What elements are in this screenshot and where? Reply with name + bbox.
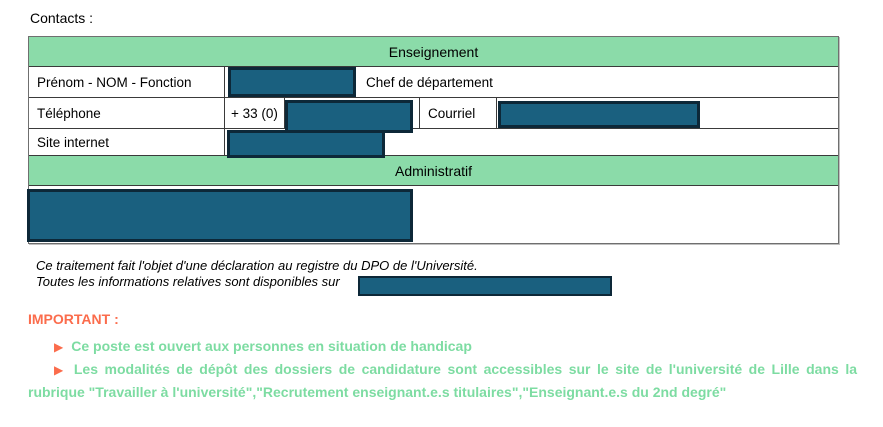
- bullet-arrow-icon: ▶: [54, 363, 66, 377]
- redaction-phone-box: [285, 100, 413, 133]
- dpo-note-line1: Ce traitement fait l'objet d'une déclara…: [36, 258, 478, 273]
- email-label: Courriel: [419, 98, 496, 129]
- important-title: IMPORTANT :: [28, 311, 119, 327]
- phone-value-cell: [284, 98, 419, 129]
- phone-prefix-value: + 33 (0): [224, 98, 284, 129]
- important-item: ▶Les modalités de dépôt des dossiers de …: [28, 358, 857, 403]
- redaction-administratif-box: [27, 189, 413, 242]
- section-header-administratif: Administratif: [29, 156, 838, 186]
- redaction-email-box: [498, 101, 700, 128]
- redaction-dpo-link-box: [358, 276, 612, 296]
- website-label: Site internet: [37, 135, 110, 150]
- table-row-name: Prénom - NOM - Fonction Chef de départem…: [29, 67, 838, 98]
- phone-label: Téléphone: [37, 106, 101, 121]
- table-row-phone: Téléphone + 33 (0) Courriel: [29, 98, 838, 129]
- redaction-website-box: [227, 130, 385, 158]
- bullet-arrow-icon: ▶: [54, 340, 64, 354]
- redaction-name-box: [228, 67, 356, 97]
- contacts-heading: Contacts :: [30, 10, 94, 26]
- important-item: ▶ Ce poste est ouvert aux personnes en si…: [28, 335, 857, 358]
- important-item-text: Ce poste est ouvert aux personnes en sit…: [71, 338, 472, 354]
- important-item-text: Les modalités de dépôt des dossiers de c…: [28, 361, 857, 400]
- table-row-website: Site internet: [29, 129, 838, 156]
- name-label: Prénom - NOM - Fonction: [37, 75, 192, 90]
- website-value-cell: [224, 129, 838, 156]
- dpo-note-line2: Toutes les informations relatives sont d…: [36, 274, 340, 289]
- dpo-note: Ce traitement fait l'objet d'une déclara…: [36, 258, 478, 290]
- name-function-value: Chef de département: [366, 75, 493, 90]
- name-value-cell: Chef de département: [224, 67, 838, 98]
- important-section: IMPORTANT : ▶ Ce poste est ouvert aux per…: [28, 311, 857, 403]
- email-value-cell: [496, 98, 838, 129]
- section-header-enseignement: Enseignement: [29, 37, 838, 67]
